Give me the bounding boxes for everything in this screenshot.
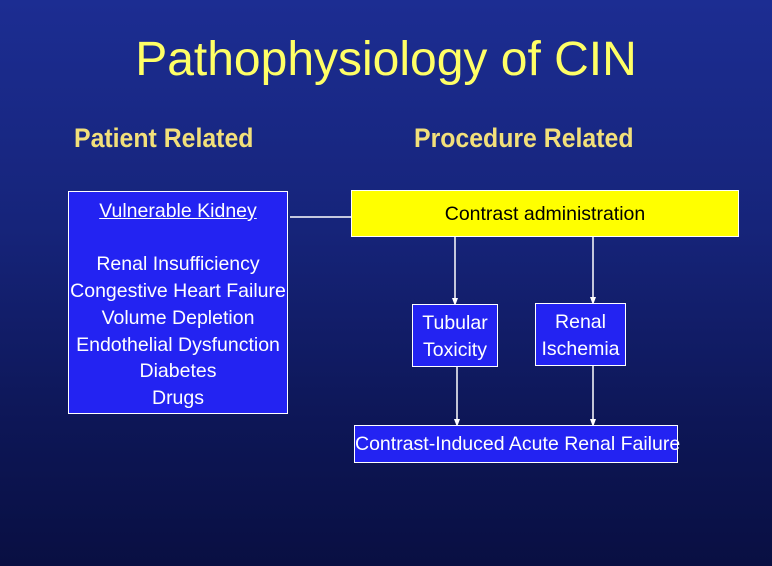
procedure-related-heading: Procedure Related xyxy=(414,123,634,153)
risk-factor-item: Drugs xyxy=(151,386,205,409)
risk-factor-item: Congestive Heart Failure xyxy=(70,280,286,303)
renal-ischemia-box: Renal Ischemia xyxy=(535,303,626,366)
patient-related-heading: Patient Related xyxy=(74,123,254,153)
vulnerable-kidney-box: Vulnerable Kidney Renal Insufficiency Co… xyxy=(68,191,288,414)
acute-renal-failure-label: Contrast-Induced Acute Renal Failure xyxy=(355,433,681,455)
vulnerable-kidney-heading: Vulnerable Kidney xyxy=(99,200,257,222)
acute-renal-failure-box: Contrast-Induced Acute Renal Failure xyxy=(354,425,681,463)
slide-title: Pathophysiology of CIN xyxy=(135,33,637,86)
tubular-toxicity-line: Tubular xyxy=(422,312,488,334)
risk-factor-item: Diabetes xyxy=(139,360,217,383)
tubular-toxicity-line: Toxicity xyxy=(423,339,487,361)
renal-ischemia-line: Renal xyxy=(555,311,606,333)
risk-factor-item: Volume Depletion xyxy=(101,306,255,329)
contrast-administration-label: Contrast administration xyxy=(444,203,646,225)
contrast-administration-box: Contrast administration xyxy=(351,190,739,237)
risk-factor-item: Renal Insufficiency xyxy=(96,253,260,276)
renal-ischemia-line: Ischemia xyxy=(541,338,620,360)
risk-factor-item: Endothelial Dysfunction xyxy=(76,333,280,356)
tubular-toxicity-box: Tubular Toxicity xyxy=(412,304,498,367)
